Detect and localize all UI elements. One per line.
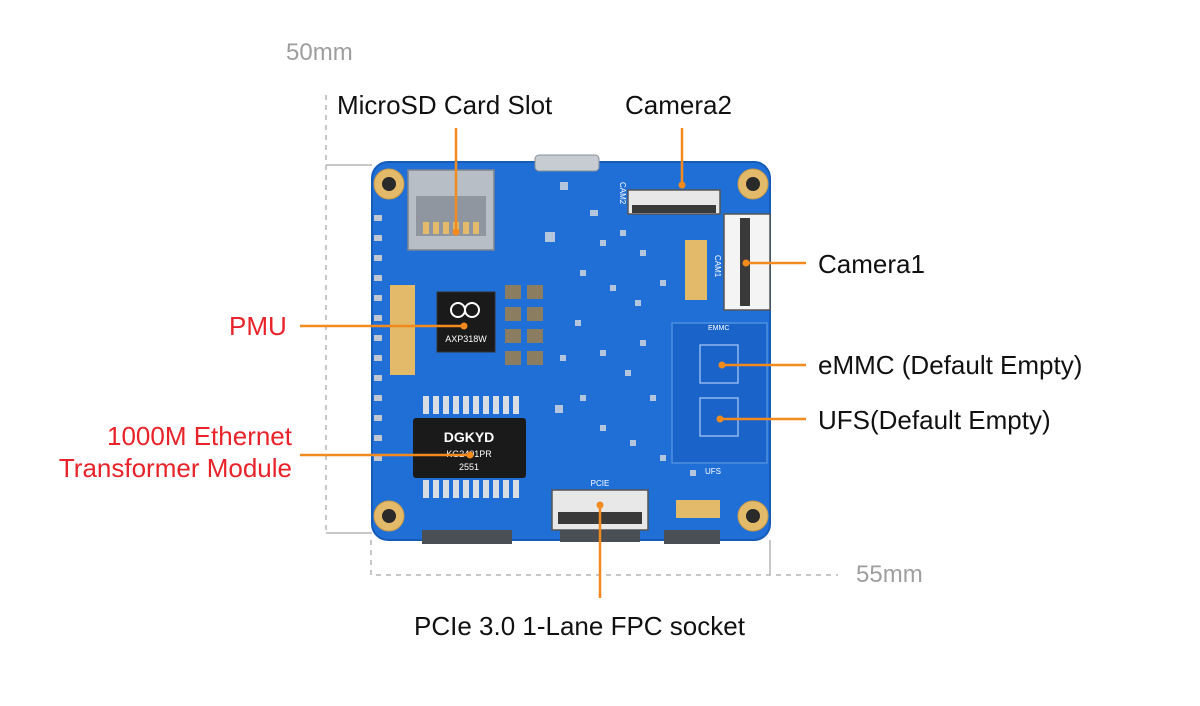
pcie-fpc-socket: PCIE [551, 479, 649, 531]
callout-lines [300, 128, 806, 598]
pmu-chip: AXP318W [436, 291, 496, 353]
height-dimension-label: 50mm [286, 39, 353, 66]
pcie-silk: PCIE [591, 479, 610, 488]
emmc-ufs-area: EMMC UFS [671, 322, 768, 476]
pmu-chip-text: AXP318W [445, 334, 487, 344]
ethernet-label-line2: Transformer Module [58, 453, 292, 483]
ethernet-label-line1: 1000M Ethernet [106, 421, 292, 451]
transformer-text-3: 2551 [459, 462, 479, 472]
pmu-label: PMU [229, 311, 287, 341]
ufs-silk: UFS [705, 467, 721, 476]
ethernet-transformer: DGKYD KG2401PR 2551 [413, 396, 526, 498]
dimension-guides [325, 95, 838, 576]
emmc-silk: EMMC [708, 325, 729, 332]
pcb-board: CAM2 CAM1 AXP318W [371, 154, 771, 544]
width-dimension-label: 55mm [856, 561, 923, 588]
ufs-label: UFS(Default Empty) [818, 405, 1051, 435]
camera2-label: Camera2 [625, 90, 732, 120]
transformer-text-1: DGKYD [444, 429, 495, 445]
emmc-label: eMMC (Default Empty) [818, 350, 1083, 380]
camera2-connector: CAM2 [618, 182, 721, 215]
cam2-silk: CAM2 [618, 182, 627, 205]
microsd-slot [407, 169, 495, 251]
cam1-silk: CAM1 [713, 255, 722, 278]
camera1-label: Camera1 [818, 249, 925, 279]
side-pins [374, 215, 382, 461]
pcie-label: PCIe 3.0 1-Lane FPC socket [414, 611, 745, 641]
microsd-label: MicroSD Card Slot [337, 90, 553, 120]
